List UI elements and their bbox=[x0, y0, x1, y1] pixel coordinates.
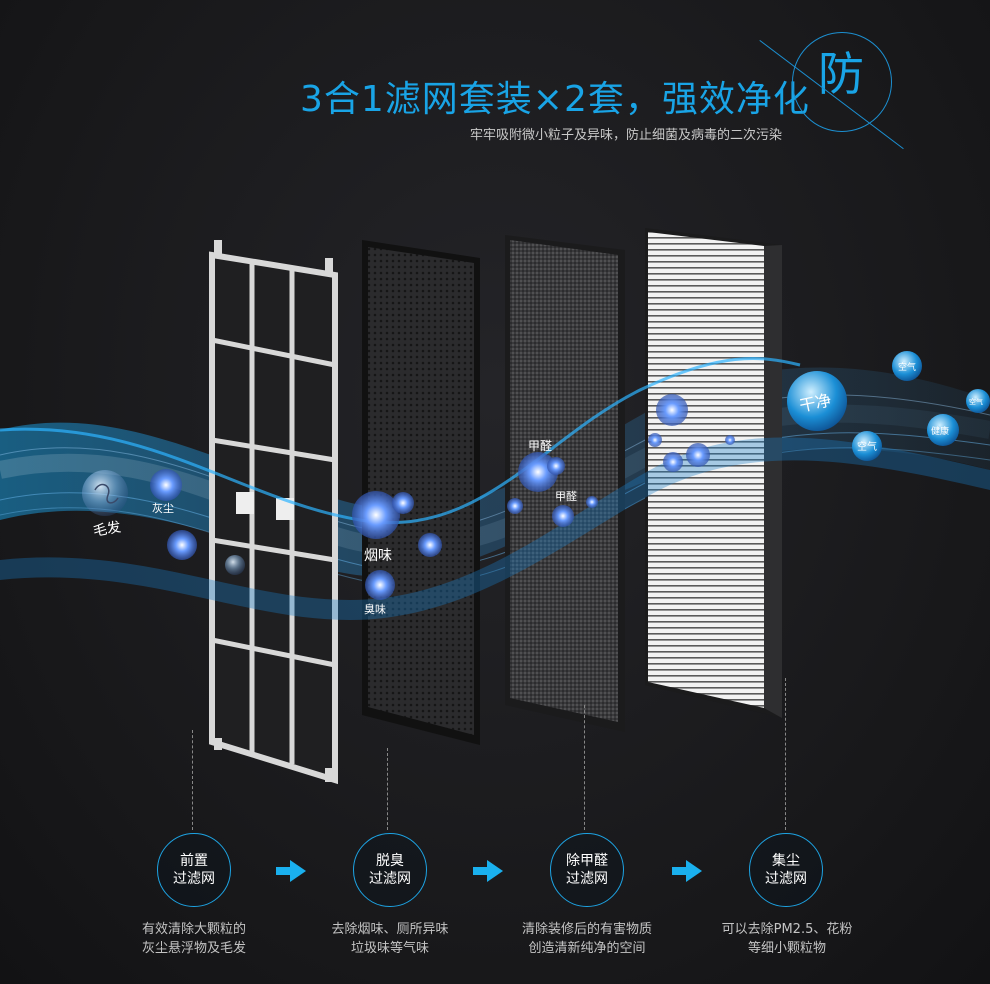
desc-pre-filter: 有效清除大颗粒的 灰尘悬浮物及毛发 bbox=[104, 920, 284, 958]
smoke-label: 烟味 bbox=[364, 548, 392, 564]
hair-particle bbox=[82, 470, 128, 516]
pm-particle-2 bbox=[686, 443, 710, 467]
formaldehyde-particle-tiny-2 bbox=[586, 496, 598, 508]
pm-particle bbox=[656, 394, 688, 426]
air-label-2: 空气 bbox=[857, 440, 877, 453]
leader-line-1 bbox=[192, 730, 193, 830]
desc-pre-filter-line2: 灰尘悬浮物及毛发 bbox=[141, 941, 246, 956]
desc-formaldehyde-filter: 清除装修后的有害物质 创造清新纯净的空间 bbox=[497, 920, 677, 958]
desc-dust-filter: 可以去除PM2.5、花粉 等细小颗粒物 bbox=[697, 920, 877, 958]
formaldehyde-particle-small bbox=[547, 457, 565, 475]
step-dust-filter: 集尘 过滤网 bbox=[749, 833, 823, 907]
step-formaldehyde-filter-line1: 除甲醛 bbox=[566, 853, 608, 869]
leader-line-4 bbox=[785, 678, 786, 830]
odor-particle bbox=[365, 570, 395, 600]
dust-particle-small bbox=[167, 530, 197, 560]
pm-particle-4 bbox=[648, 433, 662, 447]
desc-dust-filter-line1: 可以去除PM2.5、花粉 bbox=[721, 922, 853, 937]
desc-pre-filter-line1: 有效清除大颗粒的 bbox=[141, 922, 246, 937]
formaldehyde-filter bbox=[505, 235, 625, 732]
hair-particle-small bbox=[225, 555, 245, 575]
desc-deodor-filter: 去除烟味、厕所异味 垃圾味等气味 bbox=[300, 920, 480, 958]
step-pre-filter-line1: 前置 bbox=[180, 853, 208, 869]
dust-label: 灰尘 bbox=[152, 501, 174, 515]
healthy-bubble bbox=[927, 414, 959, 446]
step-formaldehyde-filter-line2: 过滤网 bbox=[566, 871, 608, 887]
air-bubble-3 bbox=[966, 389, 990, 413]
page-title: 3合1滤网套装×2套，强效净化 bbox=[300, 79, 810, 120]
hair-label: 毛发 bbox=[92, 519, 122, 540]
pm-particle-5 bbox=[725, 435, 735, 445]
desc-formaldehyde-filter-line1: 清除装修后的有害物质 bbox=[521, 922, 652, 937]
hepa-filter bbox=[645, 228, 782, 718]
desc-formaldehyde-filter-line2: 创造清新纯净的空间 bbox=[528, 941, 646, 956]
formaldehyde-label-1: 甲醛 bbox=[528, 438, 552, 453]
air-bubble-2 bbox=[852, 431, 882, 461]
healthy-label: 健康 bbox=[931, 425, 949, 437]
leader-line-2 bbox=[387, 748, 388, 830]
air-bubble-1 bbox=[892, 351, 922, 381]
step-pre-filter-line2: 过滤网 bbox=[173, 871, 215, 887]
air-label-3: 空气 bbox=[969, 397, 983, 406]
formaldehyde-particle-2 bbox=[552, 505, 574, 527]
step-deodor-filter-line1: 脱臭 bbox=[376, 853, 404, 869]
step-deodor-filter-line2: 过滤网 bbox=[369, 871, 411, 887]
desc-deodor-filter-line2: 垃圾味等气味 bbox=[350, 941, 429, 956]
step-pre-filter: 前置 过滤网 bbox=[157, 833, 231, 907]
clean-bubble bbox=[787, 371, 847, 431]
dust-particle bbox=[150, 469, 182, 501]
smoke-particle-small bbox=[392, 492, 414, 514]
air-label-1: 空气 bbox=[898, 361, 916, 373]
leader-line-3 bbox=[584, 705, 585, 830]
odor-label: 臭味 bbox=[364, 602, 386, 616]
pm-particle-3 bbox=[663, 452, 683, 472]
smoke-particle bbox=[352, 491, 400, 539]
arrow-right-icon bbox=[473, 860, 503, 882]
formaldehyde-particle-tiny bbox=[507, 498, 523, 514]
desc-dust-filter-line2: 等细小颗粒物 bbox=[747, 941, 826, 956]
arrow-right-icon bbox=[276, 860, 306, 882]
step-dust-filter-line1: 集尘 bbox=[772, 853, 800, 869]
arrow-right-icon bbox=[672, 860, 702, 882]
desc-deodor-filter-line1: 去除烟味、厕所异味 bbox=[331, 922, 449, 937]
smoke-particle-small-2 bbox=[418, 533, 442, 557]
step-deodor-filter: 脱臭 过滤网 bbox=[353, 833, 427, 907]
deodorizing-filter bbox=[362, 240, 480, 745]
formaldehyde-label-2: 甲醛 bbox=[555, 489, 577, 503]
protect-badge: 防 bbox=[792, 32, 892, 132]
step-dust-filter-line2: 过滤网 bbox=[765, 871, 807, 887]
step-formaldehyde-filter: 除甲醛 过滤网 bbox=[550, 833, 624, 907]
page-subtitle: 牢牢吸附微小粒子及异味，防止细菌及病毒的二次污染 bbox=[470, 128, 783, 143]
pre-filter-frame bbox=[209, 240, 338, 785]
